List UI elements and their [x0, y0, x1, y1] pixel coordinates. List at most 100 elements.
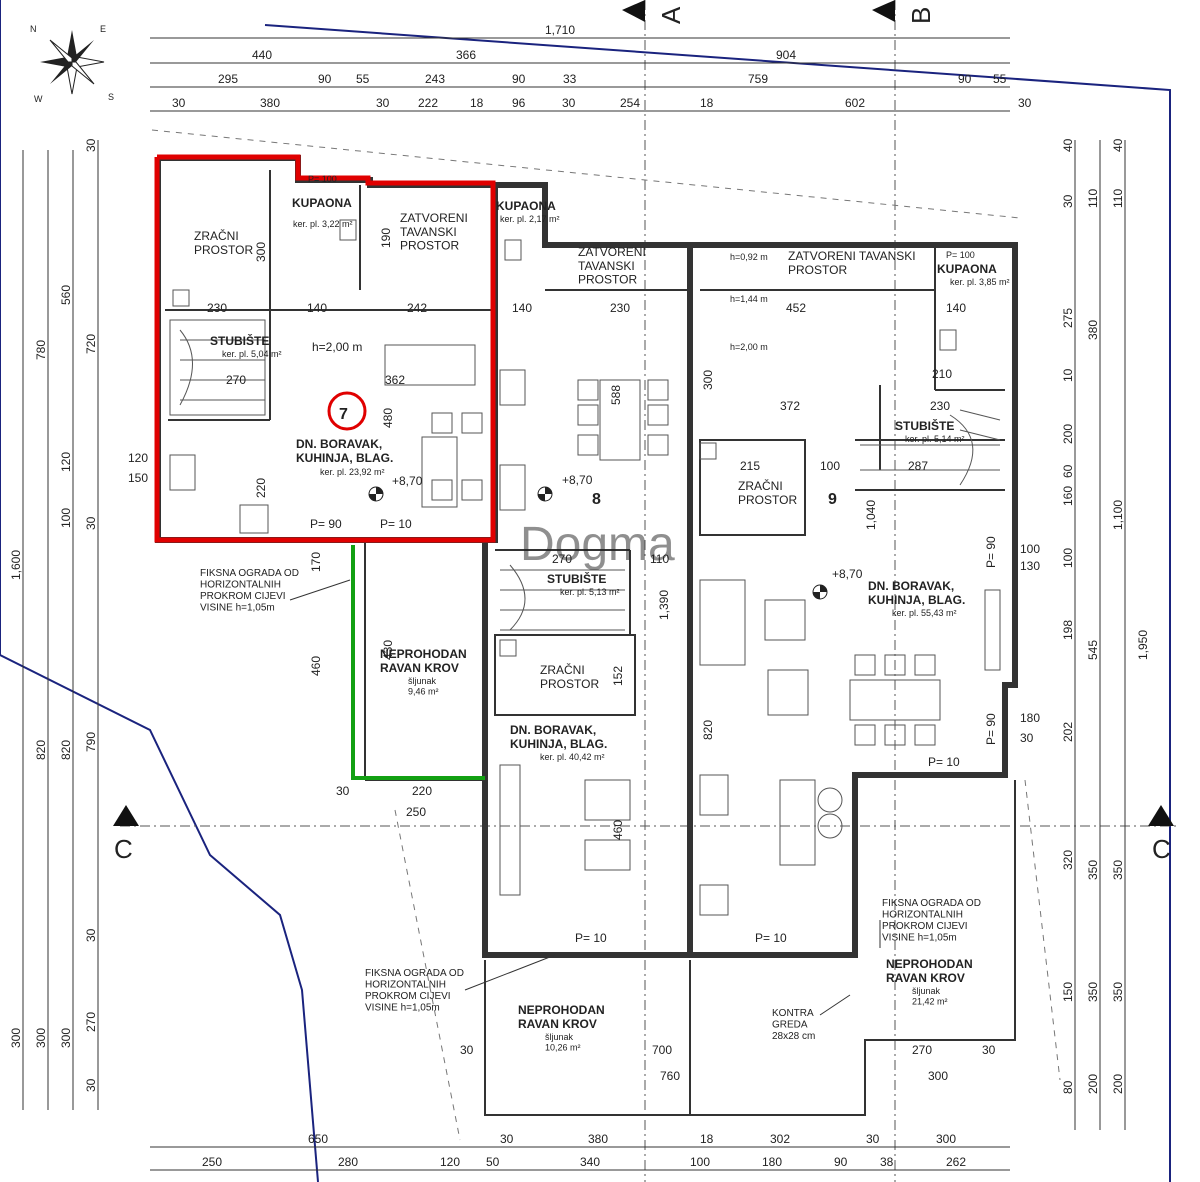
toilet-icon-9: [939, 329, 957, 351]
stove-icon-8: [499, 369, 526, 406]
dim-r1-10: 10: [1061, 368, 1075, 382]
dim-r1-198: 198: [1061, 620, 1075, 640]
section-c-right-label: C: [1152, 834, 1171, 864]
u7-dim-190: 190: [379, 228, 393, 248]
unit7-highlight: [154, 154, 496, 543]
unit8-stubiste-area: ker. pl. 5,13 m²: [560, 587, 620, 597]
level-marker-icon: [812, 584, 828, 600]
dim-r3-1100: 1,100: [1111, 500, 1125, 530]
u9-dim-215: 215: [740, 459, 760, 473]
dim-top-295: 295: [218, 72, 238, 86]
dim-r1-30: 30: [1061, 194, 1075, 208]
r1-dim-30: 30: [336, 784, 350, 798]
dim-left-100: 100: [59, 508, 73, 528]
stairs: [169, 319, 1001, 631]
unit9-h144: h=1,44 m: [730, 294, 768, 304]
dim-r2-110: 110: [1086, 189, 1100, 208]
dim-left-720: 720: [84, 334, 98, 354]
watermark: Dogma: [520, 518, 675, 571]
dim-r1-120: 150: [1061, 982, 1075, 1002]
unit9-stubiste-area: ker. pl. 5,14 m²: [905, 434, 965, 444]
r1-dim-430: 430: [381, 640, 395, 660]
level-marker-icon: [537, 486, 553, 502]
stove-icon-9: [699, 884, 729, 916]
dim-bot-250: 250: [202, 1155, 222, 1169]
dim-bot-650: 650: [308, 1132, 328, 1146]
dim-top-366: 366: [456, 48, 476, 62]
dim-top-18b: 18: [700, 96, 714, 110]
dim-bot-340: 340: [580, 1155, 600, 1169]
dim-left-30d: 30: [84, 1078, 98, 1092]
compass-e: E: [100, 24, 106, 34]
dim-left-270: 270: [84, 1012, 98, 1032]
dim-left-300a: 300: [9, 1028, 23, 1048]
u9-dim-210: 210: [932, 367, 952, 381]
boiler-icon-8: [499, 639, 517, 657]
r2-dim-30: 30: [460, 1043, 474, 1057]
dim-bot-18: 18: [700, 1132, 714, 1146]
dim-r3-200: 200: [1111, 1074, 1125, 1094]
u9-dim-130: 130: [1020, 559, 1040, 573]
u9-dim-180: 180: [1020, 711, 1040, 725]
bottom-dimensions: 650 30 380 18 302 30 300 250 280 120 50 …: [150, 1132, 1010, 1171]
level-marker-icon: [368, 486, 384, 502]
dim-top-254: 254: [620, 96, 640, 110]
r1-dim-250: 250: [406, 805, 426, 819]
r1-dim-220: 220: [412, 784, 432, 798]
unit9-stubiste: STUBIŠTE: [895, 418, 954, 433]
unit9-p90a: P= 90: [984, 536, 998, 568]
r1-dim-460: 460: [309, 656, 323, 676]
dim-bot-38: 38: [880, 1155, 894, 1169]
roof-terrace-highlight: [351, 545, 485, 780]
unit8-stubiste: STUBIŠTE: [547, 571, 606, 586]
roof2-p10: P= 10: [575, 931, 607, 945]
unit9-level: +8,70: [832, 567, 863, 581]
dim-left-30a: 30: [84, 138, 98, 152]
u9-dim-100: 100: [1020, 542, 1040, 556]
dining-table-8: [599, 379, 641, 461]
unit7-kupaona: KUPAONA: [292, 196, 352, 210]
dim-top-96: 96: [512, 96, 526, 110]
u9-dim-30: 30: [1020, 731, 1034, 745]
armchair-9: [767, 669, 809, 716]
dim-left-820b: 820: [59, 740, 73, 760]
dim-left-30c: 30: [84, 928, 98, 942]
dim-r1-80: 80: [1061, 1080, 1075, 1094]
compass-n: N: [30, 24, 37, 34]
dim-r1-60: 60: [1061, 464, 1075, 478]
dim-bot-120: 120: [440, 1155, 460, 1169]
dim-left-120: 120: [59, 452, 73, 472]
dim-top-30b: 30: [376, 96, 390, 110]
unit8-level: +8,70: [562, 473, 593, 487]
u8-dim-460: 460: [611, 820, 625, 840]
section-b-label: B: [906, 7, 936, 24]
site-boundary: [0, 0, 1171, 1182]
dim-r3-150: 350: [1111, 982, 1125, 1002]
unit9-kupaona: KUPAONA: [937, 262, 997, 276]
u8-dim-820: 820: [701, 720, 715, 740]
unit8-kupaona: KUPAONA: [496, 199, 556, 213]
top-dimensions: 1,710 440 366 904 295 90 55 243 90 33 75…: [150, 23, 1032, 112]
dim-left-1600: 1,600: [9, 550, 23, 580]
r2-dim-700: 700: [652, 1043, 672, 1057]
u8-dim-140: 140: [512, 301, 532, 315]
unit9-boravak-area: ker. pl. 55,43 m²: [892, 608, 957, 618]
u7-dim-270: 270: [226, 373, 246, 387]
dim-r1-40: 40: [1061, 138, 1075, 152]
toilet-icon-7: [339, 219, 357, 241]
unit9-boravak: DN. BORAVAK,KUHINJA, BLAG.: [868, 579, 965, 607]
dim-top-55b: 55: [993, 72, 1007, 86]
dim-left-300c: 300: [59, 1028, 73, 1048]
unit9-kupaona-area: ker. pl. 3,85 m²: [950, 277, 1010, 287]
dim-r2-200: 200: [1086, 1074, 1100, 1094]
u9-dim-452: 452: [786, 301, 806, 315]
u7-dim-150: 150: [128, 471, 148, 485]
u8-dim-152: 152: [611, 666, 625, 686]
u9-dim-140: 140: [946, 301, 966, 315]
furniture: [169, 219, 1001, 916]
